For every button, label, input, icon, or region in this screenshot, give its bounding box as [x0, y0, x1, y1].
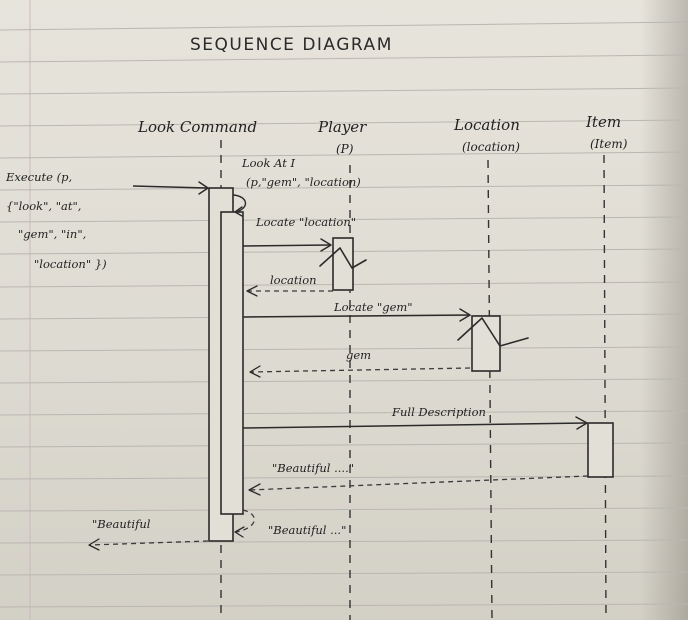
lifeline-location — [487, 159, 493, 620]
arrowhead-locate-gem — [459, 308, 471, 322]
label-execute-line-2: {"look", "at", — [6, 199, 81, 213]
arrow-execute — [132, 185, 208, 189]
arrowhead-return-gem — [249, 365, 261, 378]
activation-player — [332, 237, 354, 291]
arrowhead-return-beautiful-caller — [88, 538, 100, 551]
diagram-title: SEQUENCE DIAGRAM — [190, 35, 393, 55]
arrowhead-return-beautiful-self — [234, 526, 245, 538]
arrow-locate-location — [242, 244, 331, 247]
label-return-beautiful-caller: "Beautiful — [92, 517, 151, 531]
label-execute-line-4: "location" }) — [34, 257, 107, 271]
arrow-return-beautiful-self — [235, 509, 255, 533]
arrow-return-gem — [249, 367, 471, 373]
player-cross-mark — [319, 247, 367, 269]
activation-item — [587, 422, 614, 478]
label-locate-gem: Locate "gem" — [333, 300, 413, 314]
arrowhead-full-description — [575, 416, 588, 430]
participant-location-sub: (location) — [462, 140, 520, 154]
label-full-description: Full Description — [391, 405, 486, 419]
participant-item-sub: (Item) — [590, 137, 628, 151]
arrow-locate-gem — [242, 314, 471, 318]
arrow-self-call — [232, 194, 247, 213]
lifeline-item — [603, 154, 607, 620]
label-return-beautiful-self: "Beautiful ..." — [268, 523, 346, 537]
label-execute: Execute (p, {"look", "at", "gem", "in", … — [5, 170, 107, 271]
participant-look-command: Look Command — [137, 118, 257, 136]
arrowhead-return-beautiful-item — [248, 483, 261, 496]
participant-location: Location — [453, 116, 520, 134]
label-return-beautiful-item: "Beautiful ...." — [272, 461, 354, 475]
label-execute-line-1: Execute (p, — [5, 170, 72, 184]
label-locate-location: Locate "location" — [255, 215, 356, 229]
label-execute-line-3: "gem", "in", — [18, 227, 86, 241]
participant-player-sub: (P) — [336, 142, 354, 156]
arrow-return-beautiful-caller — [89, 540, 209, 546]
arrowhead-execute — [198, 181, 209, 195]
arrowhead-return-location — [246, 285, 258, 297]
page-shadow — [640, 0, 688, 620]
activation-look-command-nested — [220, 211, 244, 515]
arrow-full-description — [242, 422, 587, 429]
label-return-location: location — [270, 273, 317, 287]
participant-item: Item — [585, 113, 621, 131]
label-self-call-line-1: Look At I — [241, 156, 295, 170]
label-self-call-line-2: (p,"gem", "location) — [246, 175, 361, 189]
participant-player: Player — [317, 118, 367, 136]
location-cross-mark — [457, 317, 529, 347]
label-return-gem: gem — [346, 348, 371, 362]
arrowhead-self-call — [234, 206, 243, 217]
arrowhead-locate-location — [320, 238, 332, 252]
arrow-return-beautiful-item — [249, 475, 589, 491]
